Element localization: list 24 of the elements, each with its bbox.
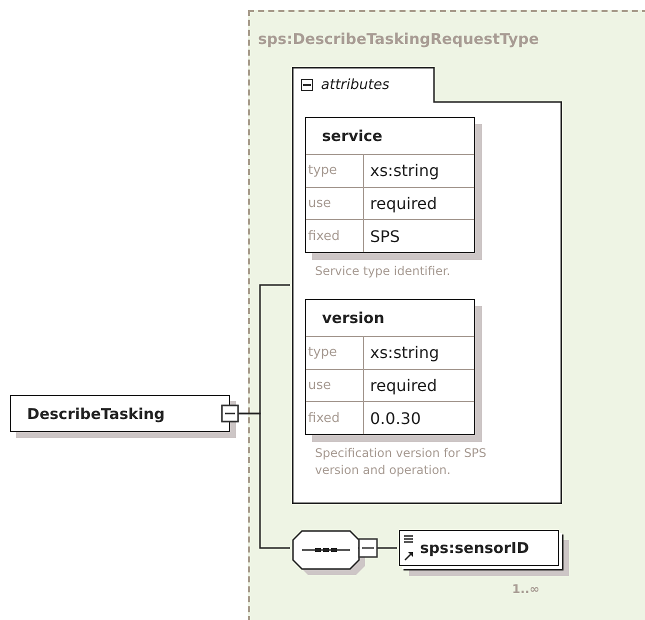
attribute-name: service — [321, 127, 384, 145]
attributes-panel — [292, 67, 562, 504]
description-text: Service type identifier. — [315, 263, 452, 280]
property-value: required — [364, 186, 474, 220]
property-label: fixed — [306, 401, 364, 434]
property-value: 0.0.30 — [364, 401, 474, 434]
property-value: xs:string — [364, 154, 474, 187]
description-text: Specification version for SPS version and operation. — [315, 445, 488, 479]
attribute-name: version — [321, 309, 386, 327]
property-value: xs:string — [364, 336, 474, 369]
element-name: sps:sensorID — [420, 539, 530, 557]
description-text: 1..∞ — [512, 581, 540, 598]
type-name: sps:DescribeTaskingRequestType — [258, 30, 539, 48]
complex-type-area — [248, 10, 645, 620]
property-value: SPS — [364, 219, 474, 252]
property-label: type — [306, 336, 364, 369]
panel-title: attributes — [321, 77, 390, 93]
property-value: required — [364, 368, 474, 402]
property-label: type — [306, 154, 364, 187]
connector-line — [221, 404, 290, 549]
property-label: fixed — [306, 219, 364, 252]
connector-line — [358, 538, 397, 558]
property-label: use — [306, 368, 364, 402]
property-label: use — [306, 186, 364, 220]
